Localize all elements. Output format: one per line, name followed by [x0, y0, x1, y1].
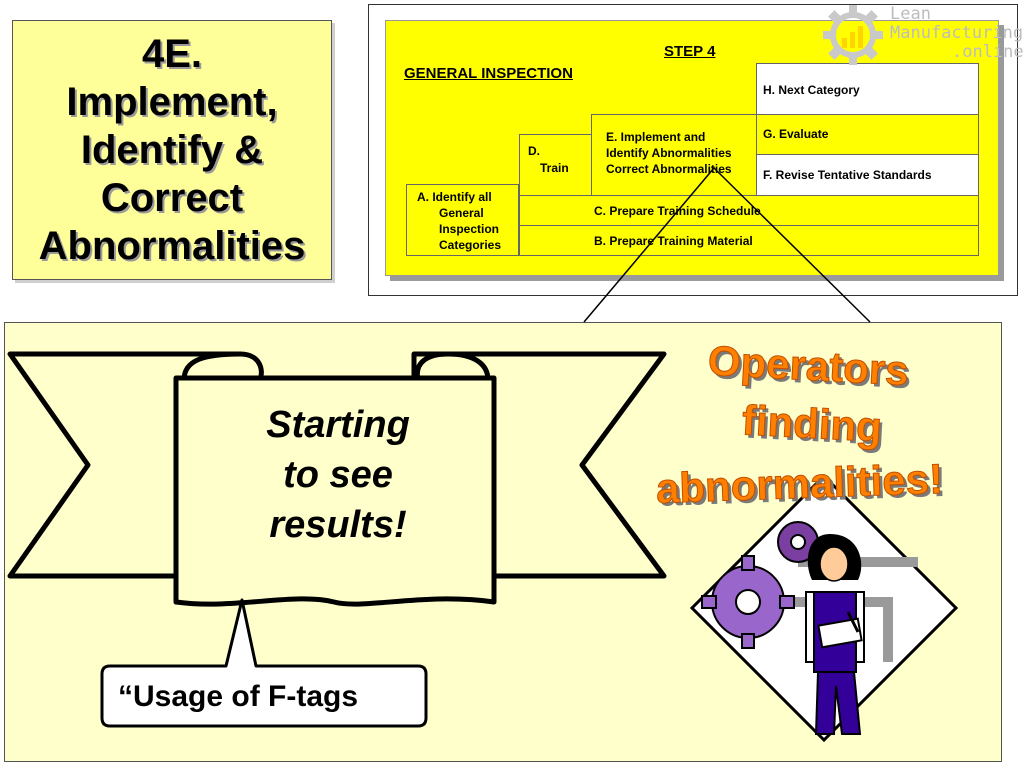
- callout-text: “Usage of F-tags: [118, 680, 359, 713]
- banner-message: Starting to see results!: [196, 400, 480, 550]
- step-d-line-1: D.: [528, 144, 540, 158]
- highlight-line-2: finding: [740, 396, 884, 451]
- lean-manufacturing-logo: Lean Manufacturing .online: [820, 0, 1024, 70]
- gear-logo-icon: [823, 5, 883, 65]
- step-e-line-3: Correct Abnormalities: [606, 162, 732, 176]
- operator-clipart: [689, 473, 959, 743]
- step-cell-h: H. Next Category: [756, 63, 979, 115]
- logo-line-3: .online: [952, 42, 1024, 62]
- step-a-line-1: A. Identify all: [417, 190, 492, 204]
- speech-callout: [100, 598, 428, 728]
- logo-line-2: Manufacturing: [890, 23, 1024, 43]
- step-d-line-2: Train: [540, 161, 569, 175]
- slide-title: 4E. Implement, Identify & Correct Abnorm…: [39, 30, 306, 270]
- general-inspection-heading: GENERAL INSPECTION: [404, 65, 573, 82]
- operator-person-icon: [805, 534, 865, 735]
- step-label: STEP 4: [664, 43, 716, 60]
- title-line-4: Correct: [100, 176, 244, 220]
- logo-line-1: Lean: [890, 4, 931, 24]
- title-line-2: Implement,: [66, 80, 278, 124]
- step-e-line-1: E. Implement and: [606, 130, 706, 144]
- step-a-line-2: General: [439, 206, 484, 220]
- small-gear-icon: [777, 521, 819, 563]
- purple-gear-icon: [701, 555, 795, 649]
- title-line-5: Abnormalities: [38, 224, 306, 268]
- scroll-banner: [7, 351, 667, 607]
- step-cell-a: A. Identify all General Inspection Categ…: [406, 184, 519, 256]
- step-e-line-2: Identify Abnormalities: [606, 146, 732, 160]
- banner-line-2: to see: [283, 454, 393, 496]
- step-diagram: STEP 4 GENERAL INSPECTION A. Identify al…: [385, 20, 999, 276]
- banner-left-curl: [181, 351, 264, 383]
- step-a-line-3: Inspection: [439, 222, 500, 236]
- title-line-1: 4E.: [141, 32, 203, 76]
- banner-right-curl: [414, 351, 491, 383]
- step-a-line-4: Categories: [439, 238, 502, 252]
- title-line-3: Identify &: [80, 128, 264, 172]
- highlight-line-3: abnormalities!: [655, 455, 945, 513]
- banner-line-1: Starting: [266, 404, 410, 446]
- title-box: 4E. Implement, Identify & Correct Abnorm…: [12, 20, 332, 280]
- banner-line-3: results!: [269, 504, 407, 546]
- step-cell-f: F. Revise Tentative Standards: [756, 154, 979, 196]
- banner-main-panel: [173, 375, 497, 607]
